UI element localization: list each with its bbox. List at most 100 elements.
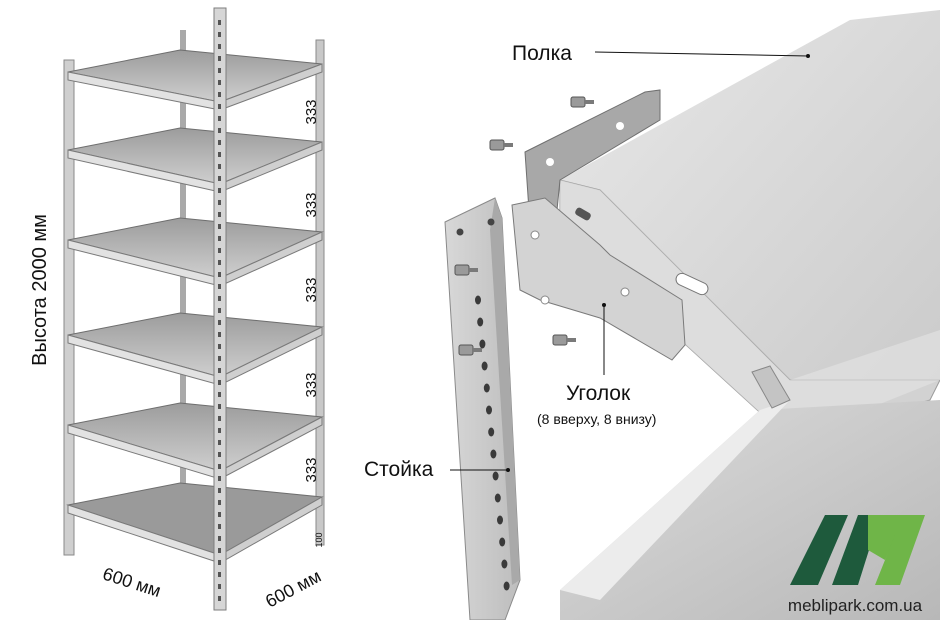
bolt-head — [552, 334, 568, 346]
bolt-head — [570, 96, 586, 108]
rack-left-post — [63, 59, 75, 556]
detail-post-perforation — [475, 295, 510, 591]
post-hole — [218, 176, 221, 181]
post-hole — [218, 464, 221, 469]
rack-shelf — [67, 49, 323, 103]
bolt-shaft — [468, 268, 478, 272]
post-hole — [218, 320, 221, 325]
post-label: Стойка — [364, 458, 434, 481]
detail-corner-bracket — [511, 197, 686, 361]
post-hole — [499, 537, 506, 547]
post-hole — [218, 248, 221, 253]
post-hole — [490, 449, 497, 459]
post-hole — [218, 488, 221, 493]
detail-top-shelf — [560, 10, 940, 440]
rack-back-post — [180, 30, 186, 550]
post-hole — [218, 404, 221, 409]
post-hole — [218, 80, 221, 85]
post-hole — [218, 428, 221, 433]
detail-shelf-slot-small — [575, 207, 591, 221]
post-hole — [218, 440, 221, 445]
post-hole — [218, 476, 221, 481]
rack-shelf — [67, 312, 324, 378]
detail-shelf-lip — [560, 180, 940, 440]
post-hole — [218, 356, 221, 361]
post-hole — [483, 383, 490, 393]
shelf-leader-dot — [806, 54, 810, 58]
shelf-leader-line — [594, 51, 809, 57]
detail-rear-post — [751, 365, 791, 409]
height-label: Высота 2000 мм — [29, 214, 51, 366]
post-hole — [218, 92, 221, 97]
shelf-label: Полка — [512, 42, 572, 65]
post-hole — [218, 344, 221, 349]
bottom-gap-label: 100 — [314, 532, 324, 547]
assembly-detail-illustration — [444, 10, 940, 620]
post-hole — [475, 295, 481, 305]
bracket-hole — [546, 158, 554, 166]
post-hole — [218, 212, 221, 217]
post-hole — [218, 188, 221, 193]
corner-leader-dot — [602, 303, 606, 307]
post-hole — [218, 536, 221, 541]
post-hole — [456, 228, 464, 236]
post-hole — [218, 500, 221, 505]
post-hole — [218, 68, 221, 73]
post-hole — [218, 560, 221, 565]
post-hole — [218, 368, 221, 373]
post-hole — [218, 56, 221, 61]
post-hole — [218, 152, 221, 157]
depth-label: 600 мм — [262, 566, 324, 612]
bolt-shaft — [503, 143, 513, 147]
post-hole — [218, 308, 221, 313]
bolts — [454, 96, 594, 356]
post-hole — [497, 515, 503, 525]
bolt-head — [454, 264, 470, 276]
post-perforation — [218, 20, 221, 601]
post-hole — [218, 140, 221, 145]
post-hole — [218, 164, 221, 169]
brand-site-text: meblipark.com.ua — [788, 596, 923, 615]
post-hole — [486, 405, 492, 415]
shelf-spacing-label: 333 — [303, 457, 320, 482]
shelf-spacing-label: 333 — [303, 277, 320, 302]
post-hole — [488, 427, 495, 437]
post-hole — [494, 493, 501, 503]
post-hole — [481, 361, 488, 371]
post-hole — [218, 44, 221, 49]
post-hole — [218, 236, 221, 241]
shelf-spacing-label: 333 — [303, 372, 320, 397]
post-hole — [218, 20, 221, 25]
post-hole — [218, 524, 221, 529]
logo-stroke-1 — [790, 515, 848, 585]
logo-stroke-4 — [875, 515, 925, 585]
bolt-shaft — [566, 338, 576, 342]
shelf-spacing-label: 333 — [303, 99, 320, 124]
post-hole — [218, 32, 221, 37]
post-hole — [218, 224, 221, 229]
post-leader-dot — [506, 468, 510, 472]
bolt-head — [458, 344, 474, 356]
post-hole — [218, 380, 221, 385]
post-hole — [492, 471, 499, 481]
corner-label: Уголок — [566, 382, 631, 405]
width-label: 600 мм — [100, 564, 163, 601]
post-hole — [477, 317, 484, 327]
detail-upright-post-side — [490, 198, 520, 585]
bracket-hole — [540, 295, 550, 305]
rack-shelves — [66, 49, 324, 564]
bolt-shaft — [472, 348, 482, 352]
post-hole — [479, 339, 486, 349]
post-hole — [218, 200, 221, 205]
post-hole — [218, 596, 221, 601]
bracket-hole — [620, 287, 630, 297]
rack-right-post — [315, 39, 325, 546]
bolt-shaft — [584, 100, 594, 104]
shelving-unit-illustration — [63, 7, 325, 611]
post-hole — [218, 284, 221, 289]
post-hole — [218, 332, 221, 337]
detail-lower-shelf-edge — [560, 400, 790, 600]
